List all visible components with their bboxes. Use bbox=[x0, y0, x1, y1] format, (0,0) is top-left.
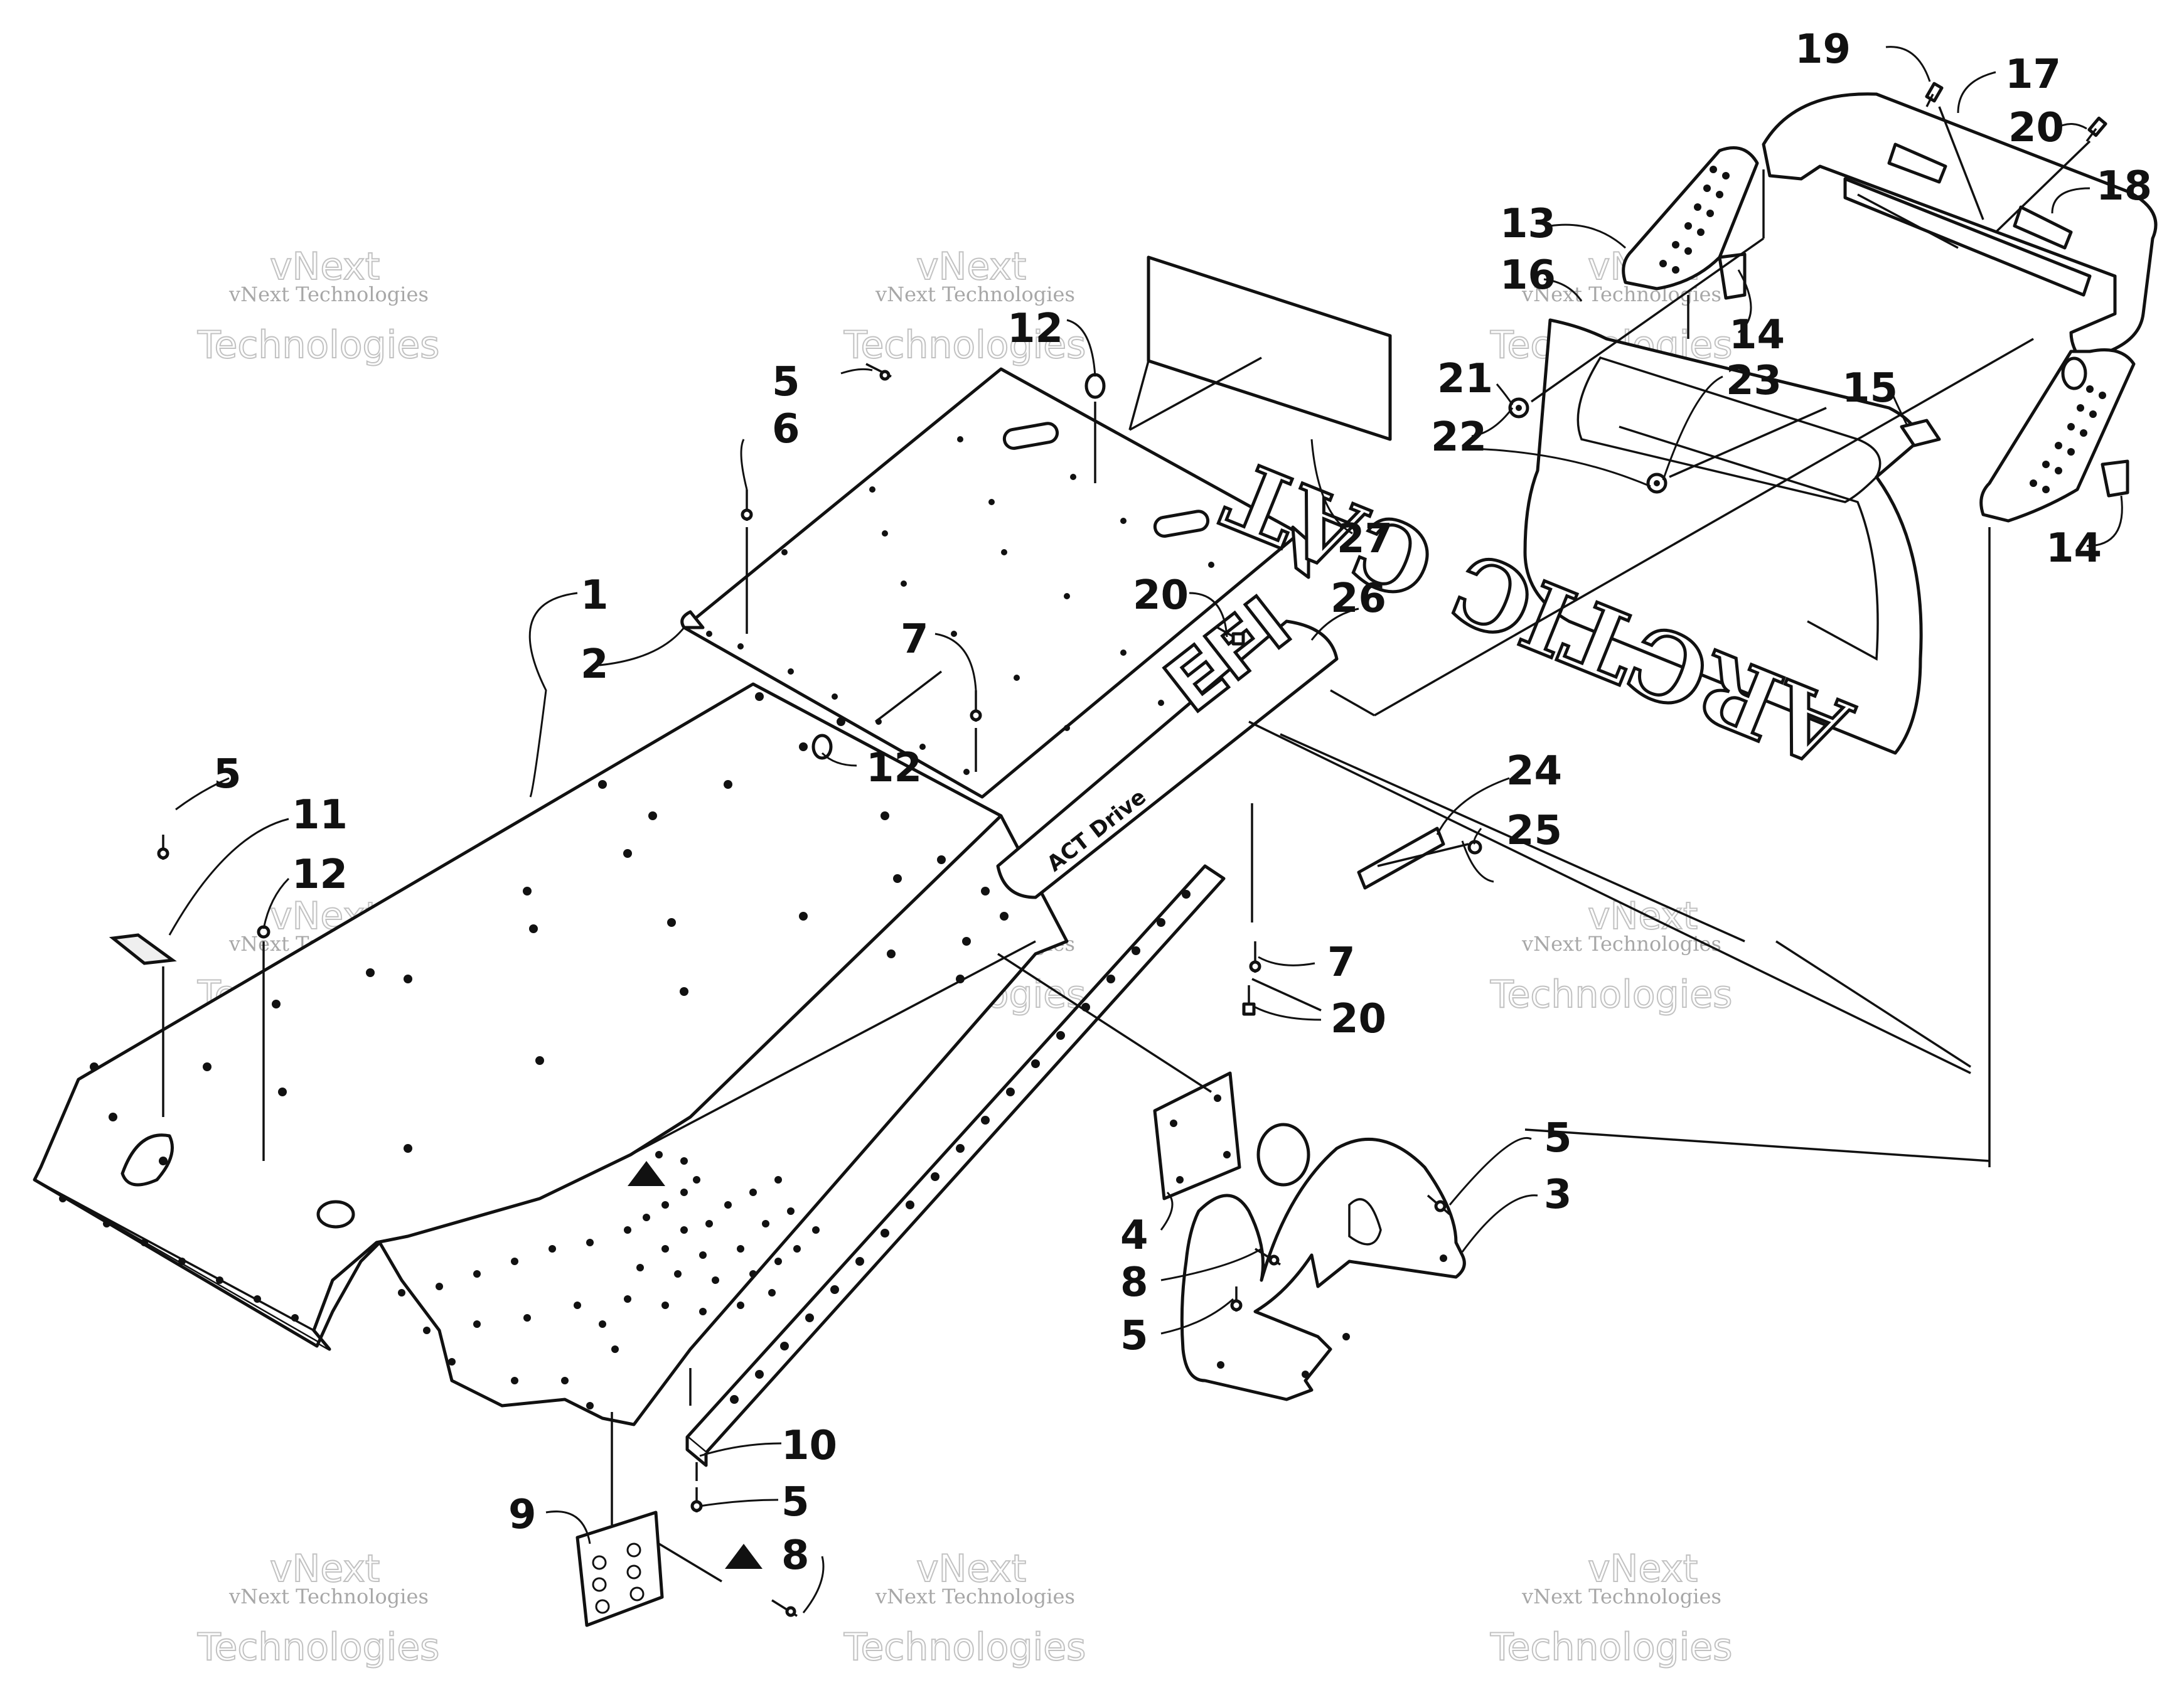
screw-icon bbox=[1255, 1248, 1281, 1266]
callout-label: 8 bbox=[781, 1532, 810, 1579]
callout-label: 20 bbox=[1330, 996, 1386, 1042]
rivet-icon bbox=[1427, 1194, 1451, 1216]
svg-text:Technologies: Technologies bbox=[197, 1625, 439, 1669]
svg-text:Technologies: Technologies bbox=[843, 1625, 1086, 1669]
svg-text:vNext Technologies: vNext Technologies bbox=[1521, 932, 1721, 956]
callout-label: 17 bbox=[2005, 51, 2061, 98]
callout-label: 9 bbox=[508, 1492, 537, 1538]
reflector-plate-part bbox=[1357, 826, 1445, 890]
clip-icon bbox=[2101, 459, 2129, 498]
callout-label: 18 bbox=[2096, 163, 2152, 210]
callout-label: 20 bbox=[2008, 105, 2064, 151]
svg-text:vNext: vNext bbox=[270, 245, 380, 289]
callout-label: 7 bbox=[901, 616, 929, 663]
svg-text:Technologies: Technologies bbox=[843, 323, 1086, 367]
flap-bracket-part bbox=[1180, 1123, 1466, 1401]
pin-icon bbox=[1249, 941, 1261, 973]
callout-label: 11 bbox=[292, 792, 348, 838]
rivet-icon bbox=[865, 363, 892, 381]
callout-label: 16 bbox=[1500, 252, 1556, 299]
svg-text:vNext Technologies: vNext Technologies bbox=[875, 1585, 1075, 1608]
callout-label: 15 bbox=[1842, 365, 1898, 412]
fastener-set bbox=[109, 82, 2129, 1617]
watermark: vNext vNext Technologies Technologies bbox=[1489, 1546, 1733, 1670]
svg-text:Technologies: Technologies bbox=[1490, 973, 1732, 1017]
callout-label: 5 bbox=[213, 751, 242, 798]
tunnel-part bbox=[33, 682, 1069, 1569]
callout-label: 5 bbox=[1120, 1313, 1148, 1359]
leader-lines bbox=[168, 46, 2123, 1613]
pin-icon bbox=[741, 489, 753, 521]
svg-text:vNext: vNext bbox=[270, 1547, 380, 1591]
bolt-icon bbox=[1242, 985, 1256, 1016]
nut-icon bbox=[1646, 473, 1667, 494]
plug-icon bbox=[811, 734, 833, 760]
pin-icon bbox=[970, 690, 982, 722]
svg-text:Technologies: Technologies bbox=[1490, 1625, 1732, 1669]
plug-icon bbox=[1084, 373, 1106, 399]
watermark: vNext vNext Technologies Technologies bbox=[1489, 894, 1733, 1017]
bolt-icon bbox=[2085, 116, 2107, 142]
callout-label: 25 bbox=[1506, 808, 1562, 854]
callout-label: 4 bbox=[1120, 1212, 1148, 1259]
callout-label: 14 bbox=[2046, 525, 2102, 572]
callout-label: 20 bbox=[1133, 572, 1189, 619]
callout-label: 12 bbox=[292, 852, 348, 898]
watermark: vNext vNext Technologies Technologies bbox=[196, 1546, 440, 1670]
nut-icon bbox=[1508, 397, 1529, 419]
rear-tunnel-plate-part bbox=[680, 367, 1310, 799]
callout-label: 5 bbox=[781, 1479, 810, 1526]
callout-label: 22 bbox=[1431, 414, 1487, 461]
svg-text:vNext Technologies: vNext Technologies bbox=[875, 282, 1075, 306]
assembly-lines bbox=[162, 106, 2091, 1583]
svg-text:vNext Technologies: vNext Technologies bbox=[228, 282, 429, 306]
callout-label: 6 bbox=[772, 406, 800, 452]
callout-labels: 19 17 20 18 13 16 12 14 21 23 15 5 22 6 … bbox=[213, 26, 2152, 1579]
svg-text:vNext: vNext bbox=[916, 1547, 1026, 1591]
clip-icon bbox=[1900, 419, 1941, 447]
svg-text:vNext Technologies: vNext Technologies bbox=[1521, 1585, 1721, 1608]
callout-label: 5 bbox=[1544, 1115, 1572, 1162]
callout-label: 13 bbox=[1500, 201, 1556, 247]
rivet-icon bbox=[1230, 1286, 1243, 1312]
callout-label: 19 bbox=[1795, 26, 1851, 73]
watermark: vNext vNext Technologies Technologies bbox=[196, 244, 440, 368]
callout-label: 5 bbox=[772, 359, 800, 405]
watermark: vNext vNext Technologies Technologies bbox=[843, 244, 1086, 368]
bolt-icon bbox=[1925, 82, 1944, 107]
callout-label: 21 bbox=[1437, 356, 1493, 402]
rivet-icon bbox=[157, 835, 169, 860]
screw-icon bbox=[771, 1599, 798, 1617]
watermark: vNext vNext Technologies Technologies bbox=[843, 1546, 1086, 1670]
rear-bumper-part bbox=[1622, 92, 2158, 523]
callout-label: 1 bbox=[581, 572, 609, 619]
callout-label: 27 bbox=[1337, 516, 1393, 562]
callout-label: 14 bbox=[1729, 312, 1785, 358]
callout-label: 8 bbox=[1120, 1259, 1148, 1306]
callout-label: 24 bbox=[1506, 748, 1562, 794]
callout-label: 10 bbox=[781, 1423, 837, 1469]
bracket-part bbox=[1153, 1071, 1241, 1200]
svg-text:Technologies: Technologies bbox=[197, 323, 439, 367]
svg-text:vNext Technologies: vNext Technologies bbox=[228, 1585, 429, 1608]
rivet-icon bbox=[690, 1487, 703, 1512]
svg-text:vNext: vNext bbox=[916, 245, 1026, 289]
small-plate-part bbox=[575, 1511, 664, 1627]
svg-text:vNext: vNext bbox=[1588, 1547, 1698, 1591]
callout-label: 23 bbox=[1726, 358, 1782, 404]
callout-label: 12 bbox=[866, 745, 922, 791]
bolt-icon bbox=[1217, 626, 1245, 646]
callout-label: 12 bbox=[1007, 306, 1063, 352]
callout-label: 26 bbox=[1330, 575, 1386, 622]
clip-icon bbox=[109, 933, 177, 965]
callout-label: 2 bbox=[581, 641, 609, 688]
callout-label: 3 bbox=[1544, 1172, 1572, 1218]
callout-label: 7 bbox=[1327, 939, 1356, 986]
decal-sheet-part bbox=[1129, 255, 1392, 441]
